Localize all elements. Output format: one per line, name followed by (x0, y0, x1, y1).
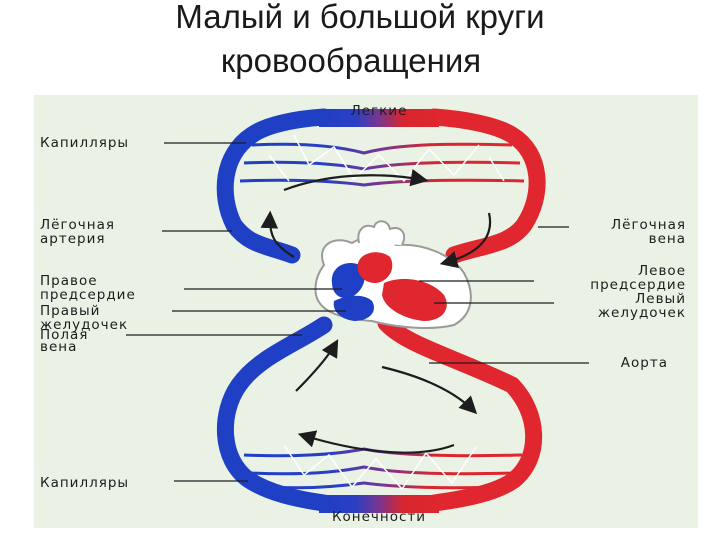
title-line-2: кровообращения (0, 38, 720, 84)
arrow-systemic-top (382, 367, 474, 411)
label-right-atrium-2: предсердие (40, 287, 136, 303)
label-limbs: Конечности (332, 509, 426, 525)
slide-title: Малый и большой круги кровообращения (0, 0, 720, 84)
pulmonary-vein-vessel (434, 117, 537, 255)
heart (315, 221, 470, 328)
label-pulmonary-artery-2: артерия (40, 231, 105, 247)
systemic-circulation (225, 323, 533, 513)
pulmonary-artery-vessel (225, 117, 324, 255)
arrow-systemic-left (296, 343, 336, 391)
label-aorta: Аорта (621, 355, 668, 371)
label-capillaries-bottom: Капилляры (40, 475, 129, 491)
label-pulmonary-vein-2: вена (649, 231, 686, 247)
label-lungs: Легкие (351, 103, 408, 119)
circulation-diagram: Легкие Капилляры Лёгочная артерия Лёгочн… (34, 95, 698, 528)
label-capillaries-top: Капилляры (40, 135, 129, 151)
label-vena-cava-2: вена (40, 339, 77, 355)
title-line-1: Малый и большой круги (0, 0, 720, 40)
vena-cava-vessel (225, 325, 324, 503)
aorta-vessel (386, 323, 534, 503)
right-ventricle-chamber (334, 296, 374, 321)
great-vessels (358, 221, 404, 245)
lung-capillary-network (240, 135, 524, 185)
label-left-ventricle-2: желудочек (598, 305, 686, 321)
